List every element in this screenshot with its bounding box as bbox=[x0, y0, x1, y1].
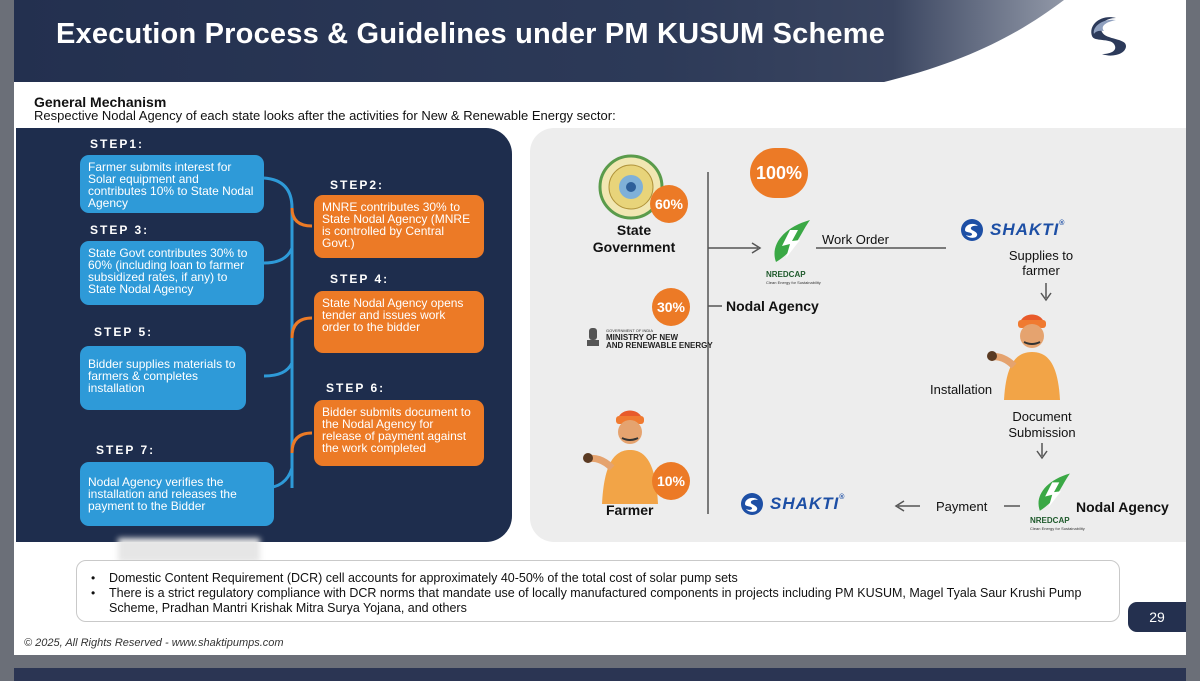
payment-label: Payment bbox=[936, 499, 988, 514]
step-4-box: State Nodal Agency opens tender and issu… bbox=[314, 291, 484, 353]
mnre-line-2: AND RENEWABLE ENERGY bbox=[606, 341, 713, 350]
page-number: 29 bbox=[1128, 602, 1186, 632]
next-slide-edge bbox=[14, 668, 1186, 681]
pct-100-badge: 100% bbox=[750, 148, 808, 198]
nredcap-text: NREDCAP bbox=[766, 270, 806, 279]
step-2-text: MNRE contributes 30% to State Nodal Agen… bbox=[322, 200, 471, 250]
nredcap-text-bottom: NREDCAP bbox=[1030, 516, 1070, 525]
step-4-label: STEP 4: bbox=[330, 272, 390, 286]
pct-10-badge: 10% bbox=[652, 462, 690, 500]
mnre-line-1: MINISTRY OF NEW bbox=[606, 333, 678, 342]
notes-box: • Domestic Content Requirement (DCR) cel… bbox=[76, 560, 1120, 622]
shakti-wordmark-bottom: SHAKTI® bbox=[770, 494, 846, 513]
page-title: Execution Process & Guidelines under PM … bbox=[56, 18, 886, 50]
step-1-box: Farmer submits interest for Solar equipm… bbox=[80, 155, 264, 213]
nodal-agency-bottom-label: Nodal Agency bbox=[1076, 499, 1169, 515]
step-2-box: MNRE contributes 30% to State Nodal Agen… bbox=[314, 195, 484, 258]
shakti-swirl-icon bbox=[961, 219, 983, 241]
step-connector-lines bbox=[263, 176, 313, 490]
step-7-text: Nodal Agency verifies the installation a… bbox=[88, 475, 237, 513]
step-5-box: Bidder supplies materials to farmers & c… bbox=[80, 346, 246, 410]
pct-30-badge: 30% bbox=[652, 288, 690, 326]
note-bullet: • bbox=[91, 586, 96, 600]
nredcap-tagline: Clean Energy for Sustainability bbox=[766, 280, 821, 285]
mnre-gov-label: GOVERNMENT OF INDIA bbox=[606, 328, 654, 333]
shakti-wordmark-top: SHAKTI® bbox=[990, 220, 1066, 239]
pct-60-badge: 60% bbox=[650, 185, 688, 223]
slide: Execution Process & Guidelines under PM … bbox=[14, 0, 1186, 655]
general-mechanism-description: Respective Nodal Agency of each state lo… bbox=[34, 108, 616, 123]
step-3-box: State Govt contributes 30% to 60% (inclu… bbox=[80, 241, 264, 305]
installation-label: Installation bbox=[930, 382, 993, 397]
note-bullet: • bbox=[91, 571, 96, 585]
step-6-text: Bidder submits document to the Nodal Age… bbox=[322, 405, 471, 455]
nredcap-leaf-icon-bottom bbox=[1038, 473, 1070, 511]
national-emblem-icon bbox=[587, 328, 599, 346]
step-1-text: Farmer submits interest for Solar equipm… bbox=[88, 160, 254, 210]
shakti-swirl-logo-icon bbox=[1091, 17, 1126, 56]
step-5-label: STEP 5: bbox=[94, 325, 154, 339]
step-6-label: STEP 6: bbox=[326, 381, 386, 395]
nredcap-tagline-bottom: Clean Energy for Sustainability bbox=[1030, 526, 1085, 531]
flow-arrows bbox=[707, 172, 1052, 514]
step-5-text: Bidder supplies materials to farmers & c… bbox=[88, 357, 236, 395]
work-order-label: Work Order bbox=[822, 232, 889, 247]
copyright-footer: © 2025, All Rights Reserved - www.shakti… bbox=[24, 637, 284, 649]
step-7-box: Nodal Agency verifies the installation a… bbox=[80, 462, 274, 526]
step-2-label: STEP2: bbox=[330, 178, 385, 192]
state-emblem-icon bbox=[598, 154, 664, 220]
farmer-illustration-top bbox=[987, 314, 1060, 400]
supplies-to-farmer-label: Supplies to farmer bbox=[1008, 248, 1074, 278]
nredcap-leaf-icon bbox=[774, 220, 810, 262]
flow-diagram-panel: 60% State Government 100% NREDCAP Clean … bbox=[530, 128, 1186, 542]
step-3-text: State Govt contributes 30% to 60% (inclu… bbox=[88, 246, 248, 296]
step-3-label: STEP 3: bbox=[90, 223, 150, 237]
document-submission-label: Document Submission bbox=[1008, 409, 1076, 440]
nodal-agency-label: Nodal Agency bbox=[726, 298, 819, 314]
note-2: There is a strict regulatory compliance … bbox=[109, 586, 1082, 615]
step-1-label: STEP1: bbox=[90, 137, 145, 151]
shakti-swirl-icon-bottom bbox=[741, 493, 763, 515]
steps-panel: STEP1: Farmer submits interest for Solar… bbox=[16, 128, 512, 542]
note-1: Domestic Content Requirement (DCR) cell … bbox=[109, 571, 738, 585]
general-mechanism-heading: General Mechanism bbox=[34, 94, 167, 110]
step-6-box: Bidder submits document to the Nodal Age… bbox=[314, 400, 484, 466]
step-4-text: State Nodal Agency opens tender and issu… bbox=[322, 296, 464, 334]
farmer-illustration-bottom bbox=[583, 410, 658, 504]
farmer-label: Farmer bbox=[606, 502, 654, 518]
blurred-region bbox=[118, 538, 260, 562]
step-7-label: STEP 7: bbox=[96, 443, 156, 457]
state-government-label: State Government bbox=[592, 222, 676, 255]
